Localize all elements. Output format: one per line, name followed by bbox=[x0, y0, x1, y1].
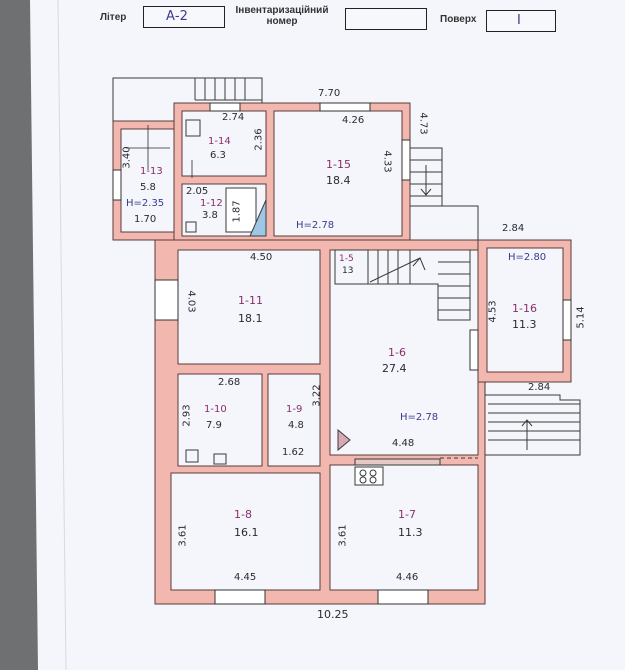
bathtub bbox=[225, 187, 257, 233]
room-1-15-area: 18.4 bbox=[326, 174, 351, 187]
room-1-8-h: 3.61 bbox=[177, 524, 189, 547]
room-1-12-id: 1-12 bbox=[200, 198, 223, 209]
room-1-10-h: 2.93 bbox=[181, 404, 193, 427]
liter-value: А-2 bbox=[166, 9, 188, 24]
inventory-field[interactable] bbox=[345, 8, 427, 30]
room-1-9-id: 1-9 bbox=[286, 404, 303, 415]
window-1-16 bbox=[562, 299, 572, 341]
room-1-12-area: 3.8 bbox=[202, 210, 218, 221]
window-1-8 bbox=[214, 589, 266, 605]
margin-line bbox=[57, 0, 67, 670]
toilet-1-12 bbox=[185, 221, 197, 233]
room-1-14-h: 2.36 bbox=[253, 128, 265, 151]
porch-outline-top bbox=[112, 77, 263, 121]
interior-stair-lines bbox=[369, 250, 470, 311]
dim-annex-bottom: 2.84 bbox=[528, 382, 551, 393]
room-1-6-w: 4.48 bbox=[392, 438, 415, 449]
window-1-13 bbox=[112, 169, 122, 201]
room-1-15-w: 4.26 bbox=[342, 115, 365, 126]
room-1-11-w: 4.50 bbox=[250, 252, 273, 263]
room-1-9-w: 1.62 bbox=[282, 447, 305, 458]
toilet-1-10 bbox=[185, 449, 199, 463]
floor-value: I bbox=[517, 13, 521, 28]
room-1-10-area: 7.9 bbox=[206, 420, 222, 431]
room-1-15-h: 4.33 bbox=[381, 150, 393, 173]
room-1-16-area: 11.3 bbox=[512, 318, 537, 331]
walls-main-block bbox=[154, 239, 486, 605]
floor-label: Поверх bbox=[440, 14, 477, 25]
steps-right-bottom-lines bbox=[488, 403, 580, 450]
room-1-8-id: 1-8 bbox=[234, 508, 252, 521]
room-1-10-w: 2.68 bbox=[218, 377, 241, 388]
room-1-13-w: 1.70 bbox=[134, 214, 157, 225]
liter-field[interactable]: А-2 bbox=[143, 6, 225, 28]
window-1-14 bbox=[209, 102, 241, 112]
dim-top-overall: 7.70 bbox=[318, 88, 341, 99]
window-1-6 bbox=[469, 329, 479, 371]
room-1-14-area: 6.3 bbox=[210, 150, 226, 161]
steps-right-top-lines bbox=[410, 159, 442, 197]
room-1-16-h: 4.53 bbox=[487, 300, 499, 323]
room-1-5-id: 1-5 bbox=[339, 254, 354, 264]
inventory-label-line2: номер bbox=[266, 16, 298, 27]
room-1-5-outline bbox=[334, 249, 369, 285]
dim-right-side: 5.14 bbox=[575, 306, 587, 329]
room-1-9-area: 4.8 bbox=[288, 420, 304, 431]
room-1-13-h: 3.40 bbox=[121, 146, 133, 169]
room-1-12-h: 1.87 bbox=[231, 200, 243, 223]
room-1-5-area: 13 bbox=[342, 266, 354, 276]
sink-1-14 bbox=[185, 119, 201, 137]
stove-burner-4 bbox=[369, 476, 377, 484]
window-1-11 bbox=[154, 279, 179, 321]
room-1-7-id: 1-7 bbox=[398, 508, 416, 521]
room-1-14-w: 2.74 bbox=[222, 112, 245, 123]
room-1-11-h: 4.03 bbox=[185, 290, 197, 313]
room-1-15-id: 1-15 bbox=[326, 158, 351, 171]
room-1-13-id: 1-13 bbox=[140, 166, 163, 177]
stove-burner-1 bbox=[359, 469, 367, 477]
room-1-6-height: H=2.78 bbox=[400, 412, 439, 423]
sink-1-10 bbox=[213, 453, 227, 465]
room-1-13-height: H=2.35 bbox=[126, 198, 165, 209]
room-1-16-id: 1-16 bbox=[512, 302, 537, 315]
steps-top bbox=[194, 78, 262, 101]
inventory-label: Інвентаризаційний номер bbox=[232, 5, 332, 27]
room-1-6-area: 27.4 bbox=[382, 362, 407, 375]
room-1-9-h: 3.22 bbox=[311, 384, 323, 407]
room-1-6-id: 1-6 bbox=[388, 346, 406, 359]
steps-right-bottom bbox=[484, 382, 581, 456]
inventory-label-line1: Інвентаризаційний bbox=[235, 5, 329, 16]
walls-upper-block bbox=[173, 102, 411, 243]
dim-bottom-overall: 10.25 bbox=[317, 608, 349, 621]
room-1-11-id: 1-11 bbox=[238, 294, 263, 307]
window-1-15-top bbox=[319, 102, 371, 112]
window-1-15-right bbox=[401, 139, 411, 181]
room-1-11-area: 18.1 bbox=[238, 312, 263, 325]
counter bbox=[354, 458, 441, 466]
stove bbox=[354, 466, 384, 486]
room-1-7-h: 3.61 bbox=[337, 524, 349, 547]
dim-annex-top: 2.84 bbox=[502, 223, 525, 234]
room-1-7-area: 11.3 bbox=[398, 526, 423, 539]
chimney bbox=[337, 428, 351, 452]
room-1-8-w: 4.45 bbox=[234, 572, 257, 583]
room-1-8-area: 16.1 bbox=[234, 526, 259, 539]
blue-accent bbox=[249, 199, 267, 237]
stove-burner-3 bbox=[359, 476, 367, 484]
room-1-10-id: 1-10 bbox=[204, 404, 227, 415]
room-1-13-area: 5.8 bbox=[140, 182, 156, 193]
room-1-14-id: 1-14 bbox=[208, 136, 231, 147]
room-1-12-w: 2.05 bbox=[186, 186, 209, 197]
floor-field[interactable]: I bbox=[486, 10, 556, 32]
room-1-16-height: H=2.80 bbox=[508, 252, 547, 263]
terrace-outline bbox=[410, 205, 479, 240]
room-1-15-height: H=2.78 bbox=[296, 220, 335, 231]
dim-right-top: 4.73 bbox=[417, 112, 429, 135]
room-1-7-w: 4.46 bbox=[396, 572, 419, 583]
liter-label: Літер bbox=[100, 12, 127, 23]
stove-burner-2 bbox=[369, 469, 377, 477]
window-1-7 bbox=[377, 589, 429, 605]
